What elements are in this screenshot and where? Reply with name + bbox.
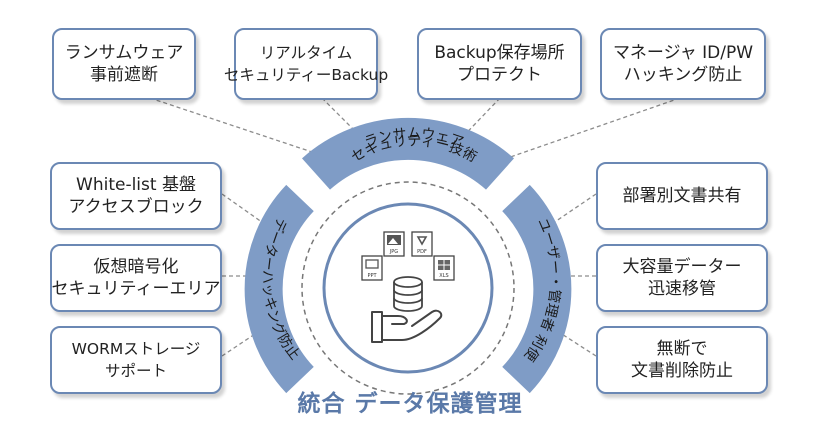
file-icon-pdf: PDF — [411, 231, 433, 257]
hand-icon — [371, 309, 443, 343]
file-icon-pdf-label: PDF — [417, 249, 427, 255]
feature-box-realtime-backup: リアルタイムセキュリティーBackup — [224, 28, 388, 100]
diagram-title: 統合 データ保護管理 — [297, 391, 523, 417]
file-icon-jpg-label: JPG — [389, 249, 398, 255]
arc-band-top — [302, 117, 514, 191]
feature-box-bulk-data-transfer: 大容量データー迅速移管 — [596, 244, 768, 312]
feature-box-backup-location: Backup保存場所プロテクト — [417, 28, 582, 100]
outer-dashed-ring — [301, 181, 515, 395]
feature-box-ransomware-block: ランサムウェア事前遮断 — [52, 28, 196, 100]
file-icon-ppt-label: PPT — [367, 273, 377, 279]
feature-box-virtual-encryption: 仮想暗号化セキュリティーエリア — [50, 244, 222, 312]
feature-box-whitelist: White-list 基盤アクセスブロック — [50, 162, 222, 230]
file-icon-xls: XLS — [433, 255, 455, 281]
feature-box-department-sharing: 部署別文書共有 — [596, 162, 768, 230]
feature-box-worm-storage: WORMストレージサポート — [50, 326, 222, 394]
file-icon-jpg: JPG — [383, 231, 405, 257]
file-icon-xls-label: XLS — [439, 273, 448, 279]
arc-band-left — [244, 184, 315, 394]
arc-band-right — [501, 184, 572, 394]
feature-box-deletion-prevention: 無断で文書削除防止 — [596, 326, 768, 394]
file-icon-ppt: PPT — [361, 255, 383, 281]
database-icon — [393, 276, 423, 312]
